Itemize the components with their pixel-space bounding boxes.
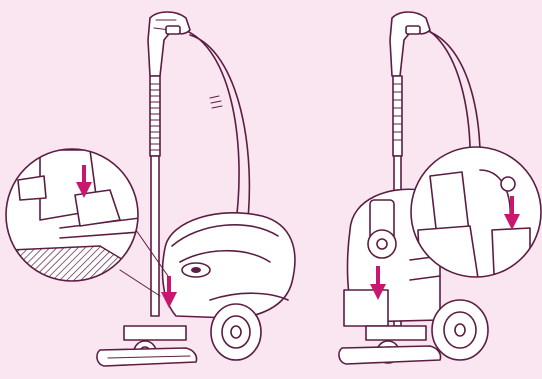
left-wheel-rear (211, 304, 261, 360)
left-zoom-detail (0, 140, 168, 300)
left-hose (178, 28, 239, 230)
left-tube (150, 76, 160, 316)
left-handle (148, 12, 190, 76)
right-handle (390, 12, 430, 76)
left-body (163, 213, 295, 318)
right-wheel-rear (432, 300, 488, 360)
